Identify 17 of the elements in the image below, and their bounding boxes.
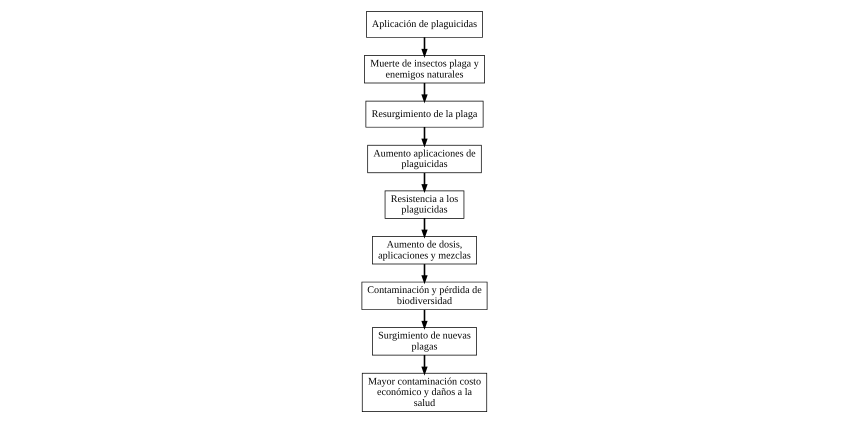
arrow: [421, 83, 428, 104]
node-box: Resistencia a los plaguicidas: [384, 190, 464, 219]
node-box: Surgimiento de nuevas plagas: [372, 327, 477, 356]
arrow: [421, 310, 428, 330]
arrow: [421, 264, 428, 284]
node-box: Aumento aplicaciones de plaguicidas: [367, 144, 482, 174]
arrow: [421, 127, 428, 148]
node-box: Resurgimiento de la plaga: [366, 100, 484, 128]
arrow: [421, 173, 428, 194]
node-box: Aumento de dosis, aplicaciones y mezclas: [372, 236, 477, 264]
node-box: Muerte de insectos plaga y enemigos naturales: [364, 55, 485, 84]
node-box: Mayor contaminación costo económico y daños a la salud: [362, 372, 488, 412]
arrow: [421, 355, 428, 376]
arrow: [421, 37, 428, 58]
node-box: Contaminación y pérdida de biodiversidad: [362, 282, 488, 310]
node-box: Aplicación de plaguicidas: [366, 11, 483, 38]
arrow: [421, 218, 428, 239]
